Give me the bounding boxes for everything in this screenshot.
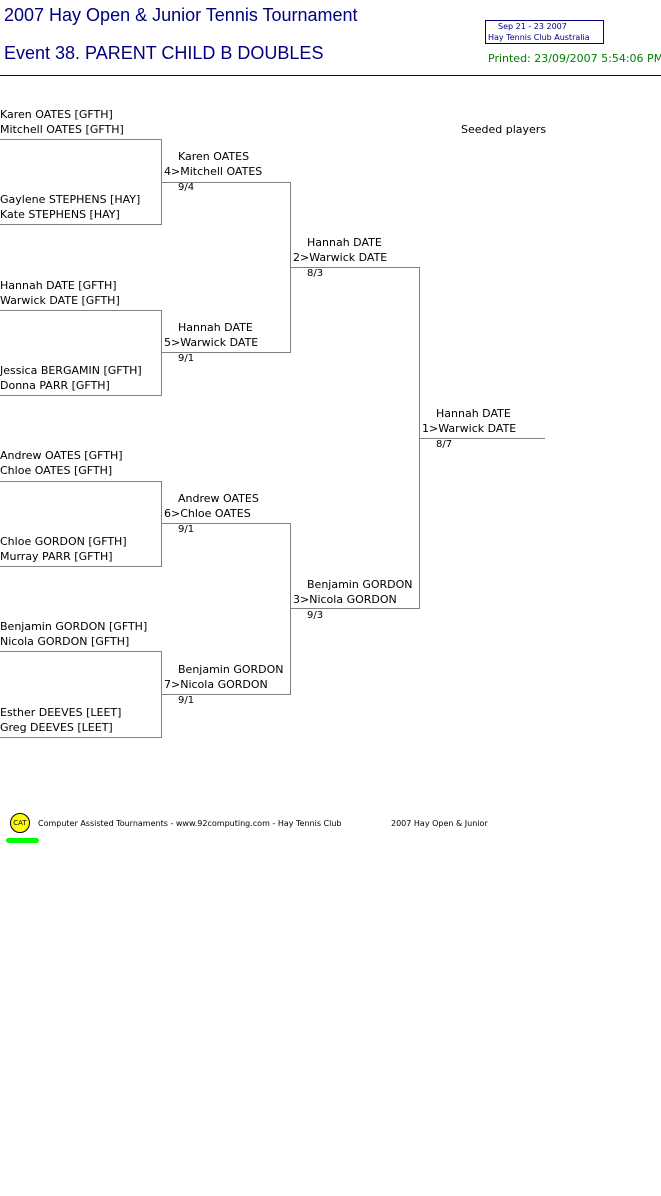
r3-line-2 — [291, 608, 420, 609]
r3-connector — [419, 267, 420, 609]
r2-match-3-player-1: Andrew OATES — [178, 492, 259, 505]
r3-match-1-score: 8/3 — [307, 268, 324, 279]
r1-entry-1-player-1: Karen OATES [GFTH] — [0, 108, 113, 121]
r1-entry-7-player-2: Nicola GORDON [GFTH] — [0, 635, 130, 648]
r1-line-2 — [0, 224, 162, 225]
r1-line-8 — [0, 737, 162, 738]
r2-match-3-score: 9/1 — [178, 524, 195, 535]
r2-match-4-player-2: 7>Nicola GORDON — [164, 678, 268, 691]
r3-match-1-player-2: 2>Warwick DATE — [293, 251, 388, 264]
r2-connector-2 — [290, 523, 291, 695]
r2-match-3-player-2: 6>Chloe OATES — [164, 507, 251, 520]
r1-entry-6-player-2: Murray PARR [GFTH] — [0, 550, 113, 563]
r2-connector-1 — [290, 182, 291, 353]
r2-match-4-player-1: Benjamin GORDON — [178, 663, 284, 676]
r3-match-2-player-2: 3>Nicola GORDON — [293, 593, 397, 606]
tournament-dates: Sep 21 - 23 2007 — [498, 22, 567, 31]
tournament-title: 2007 Hay Open & Junior Tennis Tournament — [4, 5, 358, 25]
r1-entry-1-player-2: Mitchell OATES [GFTH] — [0, 123, 124, 136]
r1-entry-8-player-2: Greg DEEVES [LEET] — [0, 721, 113, 734]
r3-match-1-player-1: Hannah DATE — [307, 236, 382, 249]
r3-match-2-player-1: Benjamin GORDON — [307, 578, 413, 591]
r1-line-5 — [0, 481, 162, 482]
final-score: 8/7 — [436, 439, 453, 450]
r1-connector-2 — [161, 310, 162, 396]
r2-match-1-score: 9/4 — [178, 182, 195, 193]
r2-line-3 — [162, 523, 291, 524]
r2-match-2-player-2: 5>Warwick DATE — [164, 336, 259, 349]
cat-logo-underline — [6, 838, 39, 843]
r1-entry-4-player-1: Jessica BERGAMIN [GFTH] — [0, 364, 142, 377]
final-winner-player-2: 1>Warwick DATE — [422, 422, 517, 435]
r1-line-6 — [0, 566, 162, 567]
r1-line-4 — [0, 395, 162, 396]
r1-entry-3-player-2: Warwick DATE [GFTH] — [0, 294, 120, 307]
tournament-venue: Hay Tennis Club Australia — [488, 33, 590, 42]
r1-line-3 — [0, 310, 162, 311]
r1-connector-4 — [161, 651, 162, 738]
footer-credit: Computer Assisted Tournaments - www.92co… — [38, 819, 342, 828]
r1-entry-5-player-1: Andrew OATES [GFTH] — [0, 449, 123, 462]
r1-entry-4-player-2: Donna PARR [GFTH] — [0, 379, 110, 392]
r1-entry-3-player-1: Hannah DATE [GFTH] — [0, 279, 117, 292]
r2-line-1 — [162, 182, 291, 183]
r2-line-2 — [162, 352, 291, 353]
r1-entry-8-player-1: Esther DEEVES [LEET] — [0, 706, 122, 719]
footer-tournament: 2007 Hay Open & Junior — [391, 819, 488, 828]
header-divider — [0, 75, 661, 76]
r2-match-1-player-2: 4>Mitchell OATES — [164, 165, 263, 178]
seeded-players-label: Seeded players — [461, 123, 547, 136]
cat-logo-icon: CAT — [10, 813, 30, 833]
r1-entry-6-player-1: Chloe GORDON [GFTH] — [0, 535, 127, 548]
r2-match-2-player-1: Hannah DATE — [178, 321, 253, 334]
r1-entry-2-player-1: Gaylene STEPHENS [HAY] — [0, 193, 141, 206]
r1-connector-1 — [161, 139, 162, 225]
tournament-info-box: Sep 21 - 23 2007 Hay Tennis Club Austral… — [485, 20, 604, 44]
r2-match-2-score: 9/1 — [178, 353, 195, 364]
r2-line-4 — [162, 694, 291, 695]
r1-entry-5-player-2: Chloe OATES [GFTH] — [0, 464, 113, 477]
r1-line-7 — [0, 651, 162, 652]
event-title: Event 38. PARENT CHILD B DOUBLES — [4, 43, 324, 63]
r3-line-1 — [291, 267, 420, 268]
r1-line-1 — [0, 139, 162, 140]
final-winner-player-1: Hannah DATE — [436, 407, 511, 420]
printed-timestamp: Printed: 23/09/2007 5:54:06 PM — [488, 52, 661, 65]
r2-match-4-score: 9/1 — [178, 695, 195, 706]
r3-match-2-score: 9/3 — [307, 610, 324, 621]
final-line — [420, 438, 545, 439]
r1-entry-2-player-2: Kate STEPHENS [HAY] — [0, 208, 120, 221]
r1-connector-3 — [161, 481, 162, 567]
r2-match-1-player-1: Karen OATES — [178, 150, 250, 163]
r1-entry-7-player-1: Benjamin GORDON [GFTH] — [0, 620, 148, 633]
